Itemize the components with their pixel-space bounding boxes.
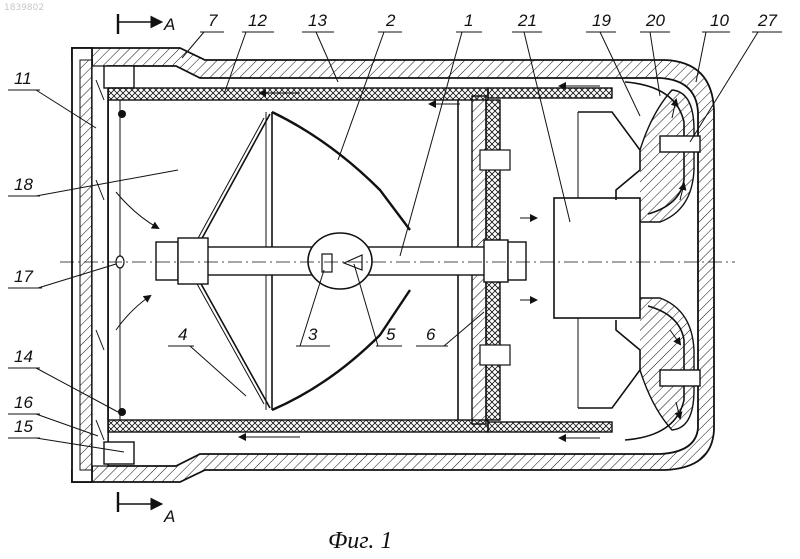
label-5: 5 <box>386 325 396 344</box>
label-13: 13 <box>308 11 327 30</box>
label-12: 12 <box>248 11 267 30</box>
label-18: 18 <box>14 175 33 194</box>
section-mark-top: A <box>118 14 175 34</box>
label-3: 3 <box>308 325 318 344</box>
section-letter-top: A <box>163 15 175 34</box>
label-7: 7 <box>208 11 218 30</box>
section-mark-bottom: A <box>118 492 175 526</box>
label-20: 20 <box>645 11 665 30</box>
label-10: 10 <box>710 11 729 30</box>
label-16: 16 <box>14 393 33 412</box>
label-19: 19 <box>592 11 611 30</box>
section-letter-bottom: A <box>163 507 175 526</box>
label-14: 14 <box>14 347 33 366</box>
watermark-text: 1839802 <box>4 3 44 13</box>
label-4: 4 <box>178 325 187 344</box>
label-17: 17 <box>14 267 33 286</box>
label-15: 15 <box>14 417 33 436</box>
label-2: 2 <box>385 11 396 30</box>
label-1: 1 <box>464 11 473 30</box>
label-27: 27 <box>757 11 777 30</box>
figure-caption: Фиг. 1 <box>328 528 392 554</box>
label-21: 21 <box>517 11 537 30</box>
rear-unit <box>554 82 700 440</box>
label-11: 11 <box>14 69 32 88</box>
label-6: 6 <box>426 325 436 344</box>
